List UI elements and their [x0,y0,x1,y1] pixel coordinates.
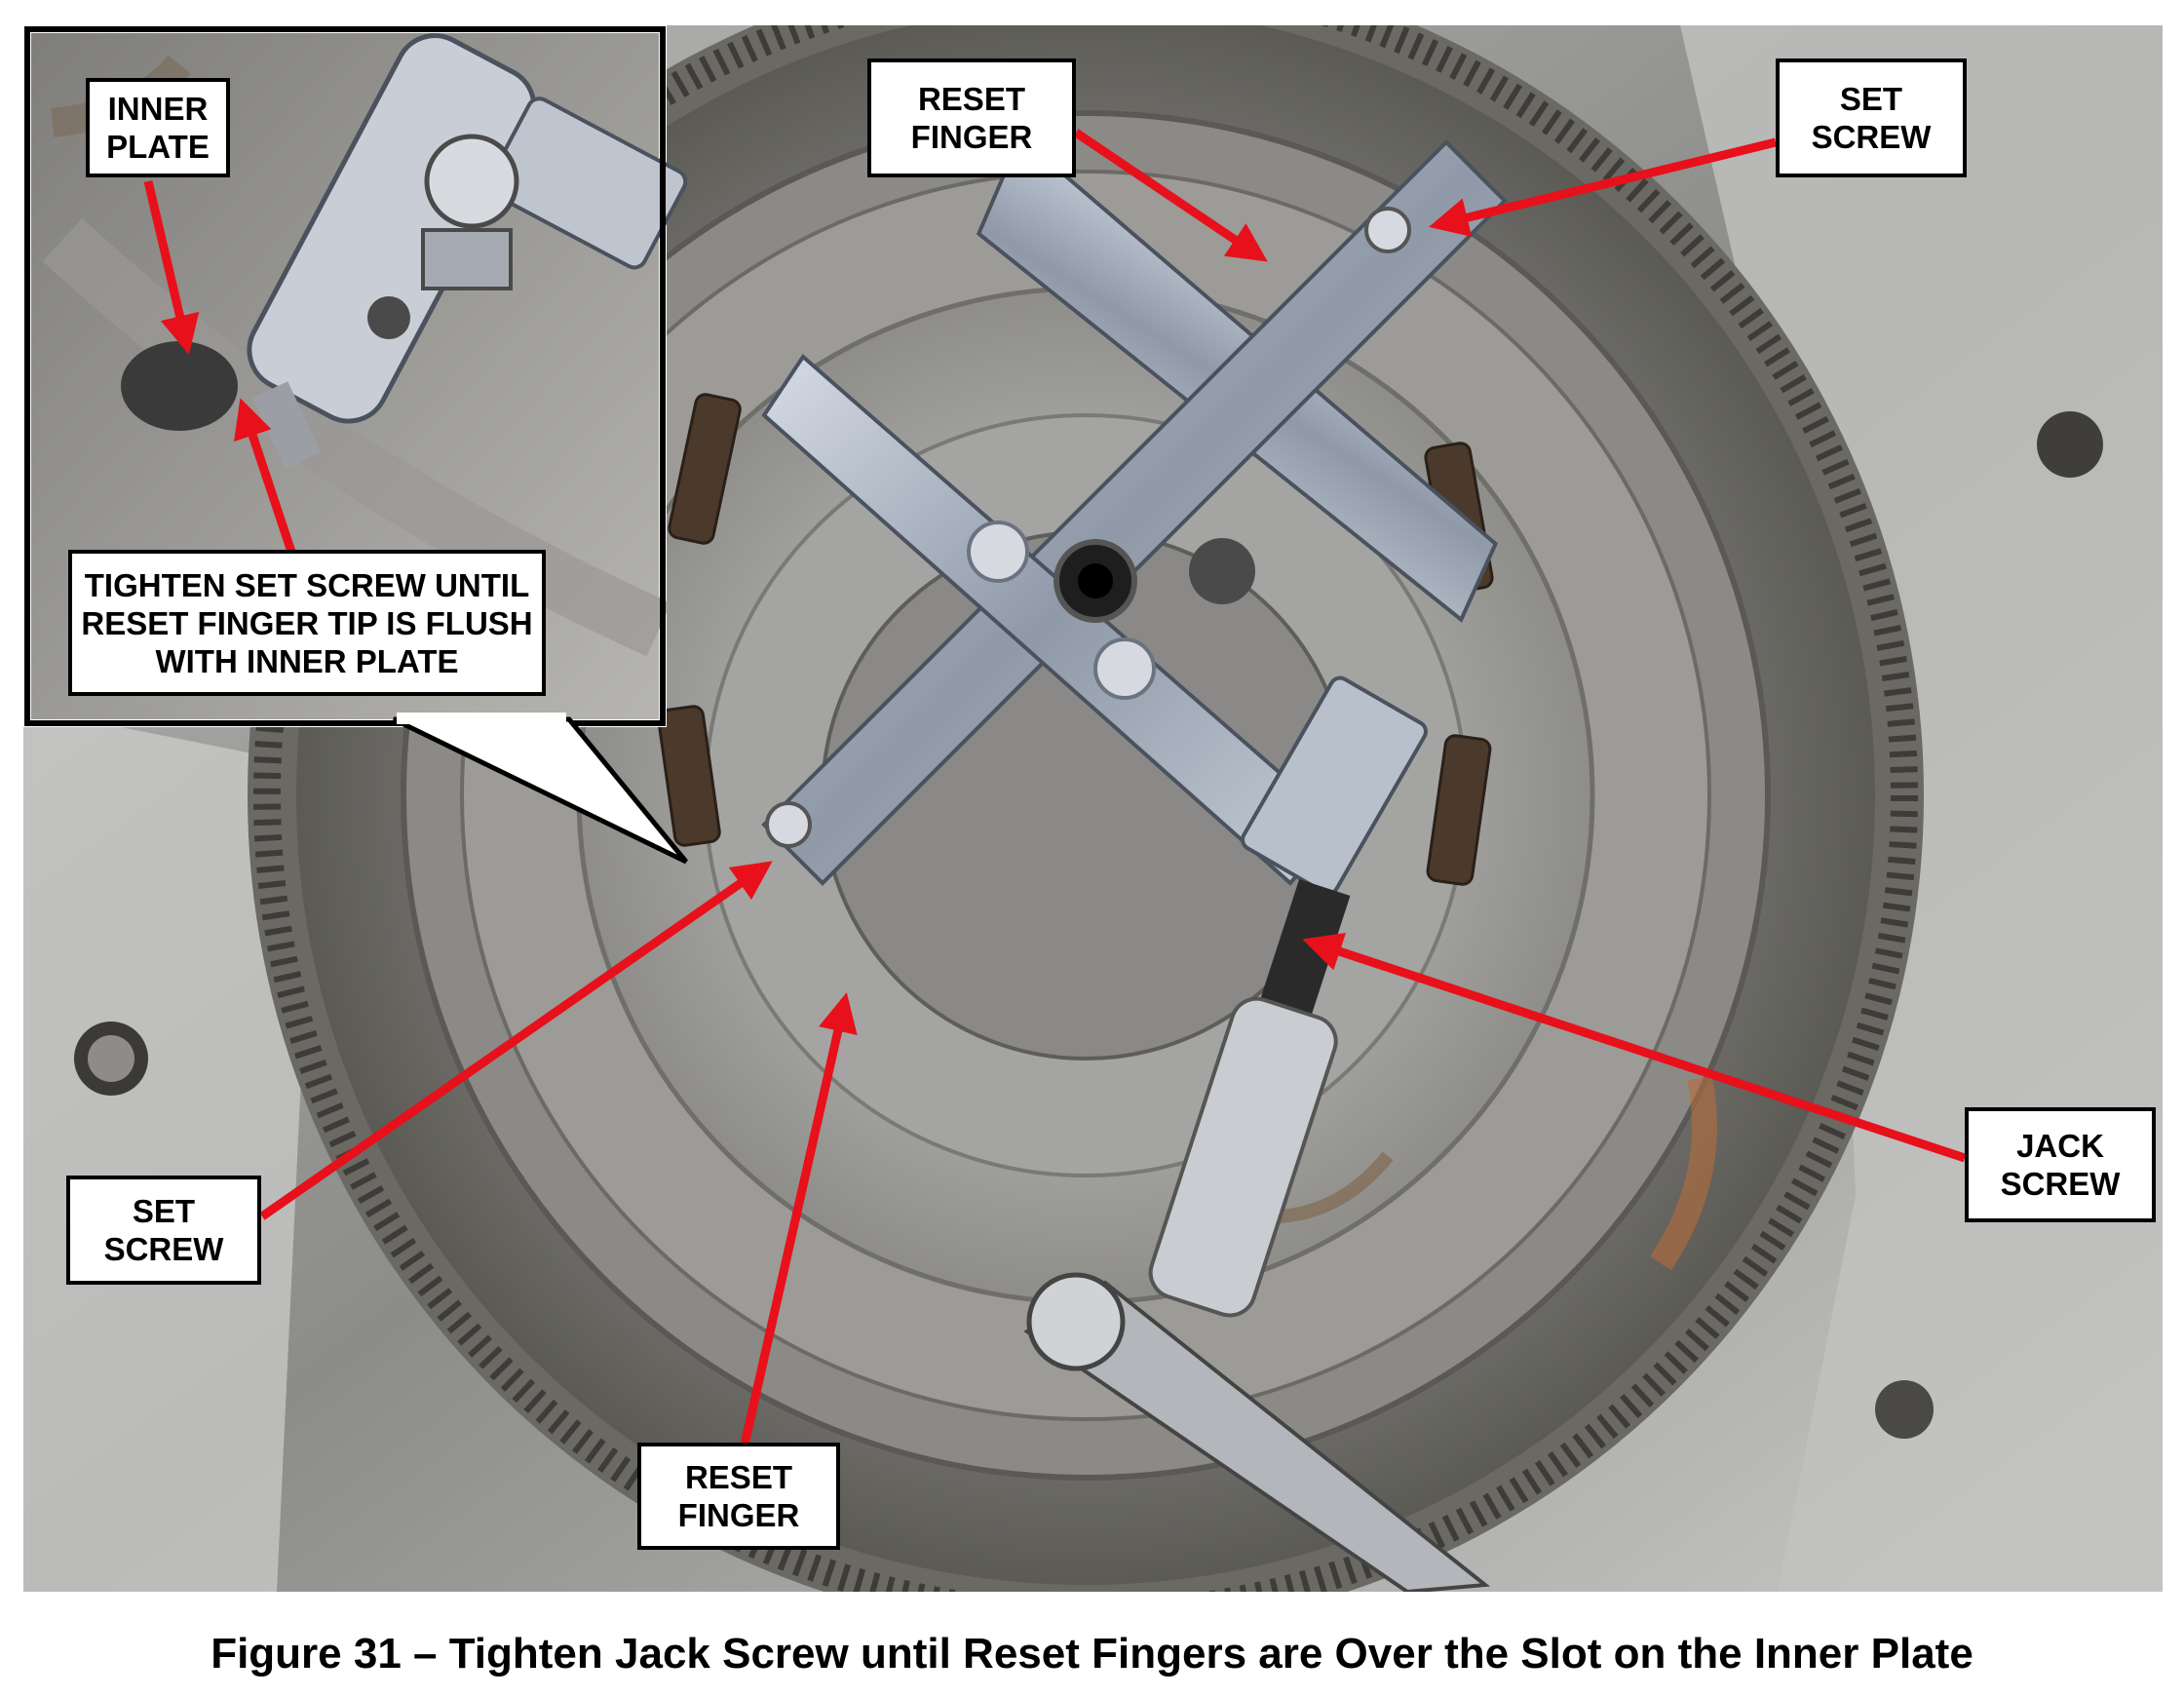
figure-caption: Figure 31 – Tighten Jack Screw until Res… [211,1630,1973,1678]
set-screw-label-left: SET SCREW [66,1176,261,1285]
jack-screw-label: JACK SCREW [1965,1107,2156,1222]
clutch-reset-photo [23,25,2163,1592]
inner-plate-label: INNER PLATE [86,78,230,177]
reset-finger-label-top: RESET FINGER [867,58,1076,177]
reset-finger-label-bottom: RESET FINGER [637,1443,840,1550]
set-screw-label-top: SET SCREW [1776,58,1967,177]
tighten-set-screw-instruction: TIGHTEN SET SCREW UNTIL RESET FINGER TIP… [68,550,546,696]
